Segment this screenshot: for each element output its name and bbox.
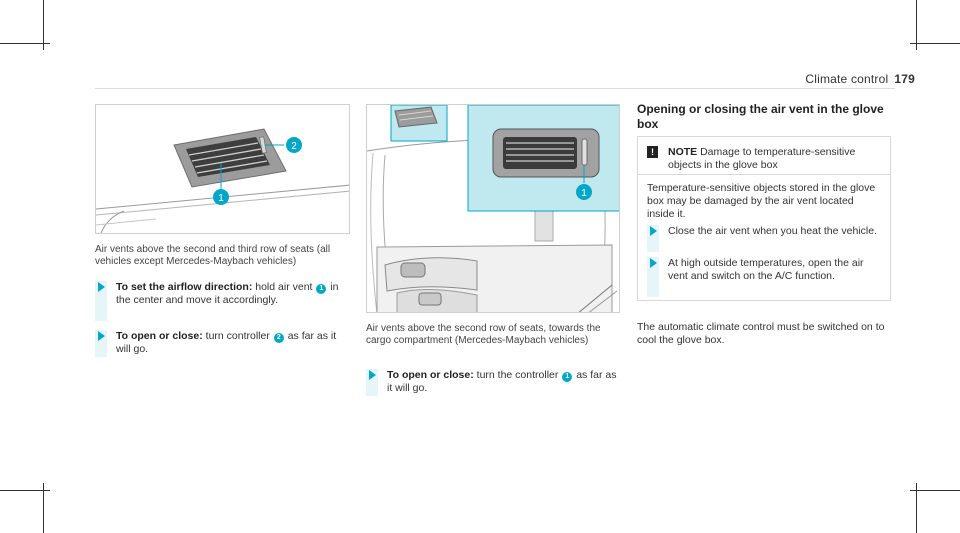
note-step-open: At high outside temperatures, open the a… [647,257,883,297]
step-text: turn controller [205,330,270,342]
illustration-cargo-vents: 1 [367,105,619,312]
step-open-close: To open or close: turn controller 2 as f… [95,330,350,357]
section-name: Climate control [805,72,889,86]
step-text: Close the air vent when you heat the veh… [668,225,877,237]
page-number: 179 [894,72,915,86]
step-text: turn the controller [476,369,559,381]
note-body: Temperature-sensitive objects stored in … [647,182,876,220]
step-open-close-maybach: To open or close: turn the controller 1 … [366,369,620,396]
note-headline-wrap: NOTE Damage to temperature-sensitive obj… [668,146,884,172]
note-box: ! NOTE Damage to temperature-sensitive o… [637,136,891,301]
step-text: At high outside temperatures, open the a… [668,257,864,282]
arrow-icon [650,258,657,268]
figure-caption: Air vents above the second row of seats,… [366,323,601,346]
header-divider [95,88,895,89]
note-headline: Damage to temperature-sensitive objects … [668,146,856,171]
figure-rear-air-vents: 1 2 [95,104,350,234]
figure-caption: Air vents above the second and third row… [95,244,331,267]
callout-1: 1 [218,193,224,204]
page-header: Climate control 179 [805,72,915,86]
warning-icon: ! [647,146,658,158]
step-text: in the center and move it accordingly. [116,281,339,306]
step-text: hold air vent [255,281,313,293]
note-header: ! NOTE Damage to temperature-sensitive o… [638,137,890,175]
crop-mark [910,43,960,44]
figure-maybach-air-vents: 1 [366,104,620,313]
crop-mark [916,0,917,50]
step-title: To open or close: [387,369,474,381]
crop-mark [0,490,50,491]
crop-mark [0,43,50,44]
crop-mark [43,483,44,533]
step-text: as far as it will go. [116,330,337,355]
illustration-rear-vents: 1 2 [96,128,349,233]
arrow-icon [650,226,657,236]
step-airflow-direction: To set the airflow direction: hold air v… [95,281,350,321]
note-step-close: Close the air vent when you heat the veh… [647,225,883,252]
callout-2: 2 [291,141,297,152]
badge-2: 2 [273,333,284,343]
crop-mark [43,0,44,50]
note-label: NOTE [668,146,698,158]
crop-mark [910,490,960,491]
badge-1: 1 [316,284,327,294]
step-title: To set the airflow direction: [116,281,253,293]
badge-1: 1 [562,372,573,382]
arrow-icon [98,331,105,341]
callout-1: 1 [581,188,587,199]
step-text: as far as it will go. [387,369,617,394]
crop-mark [916,483,917,533]
step-title: To open or close: [116,330,203,342]
arrow-icon [369,370,376,380]
arrow-icon [98,282,105,292]
body-paragraph: The automatic climate control must be sw… [637,321,885,346]
section-heading: Opening or closing the air vent in the g… [637,102,884,131]
